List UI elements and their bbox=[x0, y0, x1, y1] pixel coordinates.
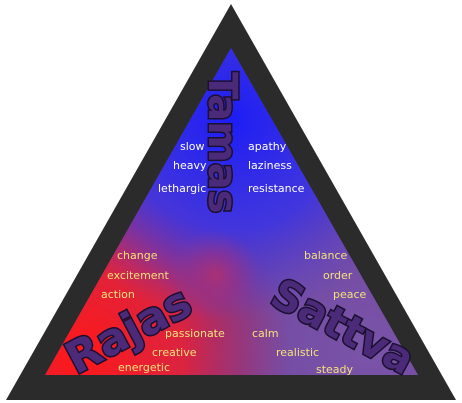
rajas-word-passionate: passionate bbox=[165, 327, 225, 340]
tamas-word-resistance: resistance bbox=[248, 182, 305, 195]
tamas-word-lethargic: lethargic bbox=[158, 182, 206, 195]
sattva-word-peace: peace bbox=[333, 288, 367, 301]
tamas-word-laziness: laziness bbox=[248, 159, 292, 172]
rajas-word-action: action bbox=[101, 288, 135, 301]
tamas-word-heavy: heavy bbox=[173, 159, 207, 172]
sattva-word-calm: calm bbox=[252, 327, 279, 340]
sattva-word-realistic: realistic bbox=[276, 346, 319, 359]
rajas-word-energetic: energetic bbox=[118, 361, 170, 374]
tamas-word-apathy: apathy bbox=[248, 140, 287, 153]
tamas-word-slow: slow bbox=[180, 140, 205, 153]
sattva-word-order: order bbox=[323, 269, 353, 282]
tamas-label: Tamas bbox=[199, 72, 245, 214]
rajas-word-change: change bbox=[117, 249, 158, 262]
sattva-word-balance: balance bbox=[304, 249, 348, 262]
sattva-word-steady: steady bbox=[316, 363, 354, 376]
rajas-word-excitement: excitement bbox=[107, 269, 170, 282]
rajas-word-creative: creative bbox=[152, 346, 197, 359]
